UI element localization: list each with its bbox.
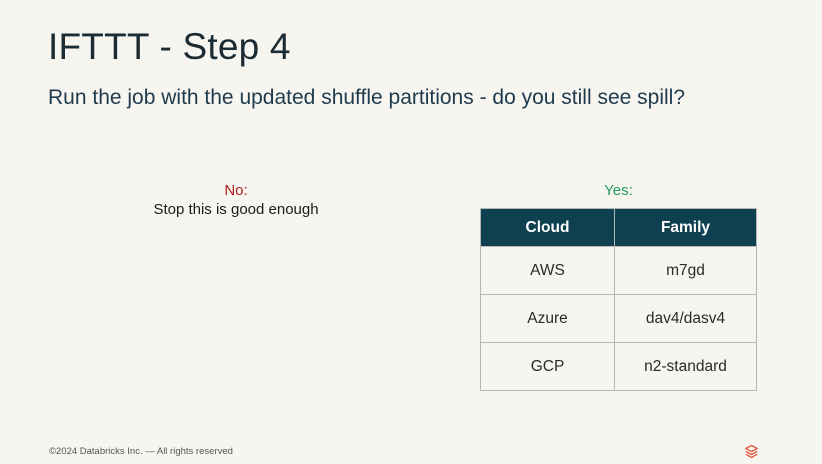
no-option-text: Stop this is good enough [153,201,319,218]
table-cell-cloud: GCP [480,342,615,391]
table-cell-cloud: Azure [480,294,615,343]
databricks-logo-icon [745,444,758,459]
yes-option-label: Yes: [604,182,633,199]
table-cell-family: n2-standard [614,342,757,391]
column-header-family: Family [614,208,757,247]
column-header-cloud: Cloud [480,208,615,247]
footer-copyright: ©2024 Databricks Inc. — All rights reser… [49,446,233,457]
slide-title: IFTTT - Step 4 [48,26,291,67]
instance-family-table: Cloud Family AWS m7gd Azure dav4/dasv4 G… [480,208,757,391]
table-cell-cloud: AWS [480,246,615,295]
slide-subtitle: Run the job with the updated shuffle par… [48,86,685,109]
table-row: AWS m7gd [480,246,757,295]
no-option-label: No: [224,182,248,199]
table-cell-family: dav4/dasv4 [614,294,757,343]
table-row: Azure dav4/dasv4 [480,294,757,343]
table-header-row: Cloud Family [480,208,757,247]
no-option-block: No: Stop this is good enough [136,181,336,220]
table-row: GCP n2-standard [480,342,757,391]
table-cell-family: m7gd [614,246,757,295]
